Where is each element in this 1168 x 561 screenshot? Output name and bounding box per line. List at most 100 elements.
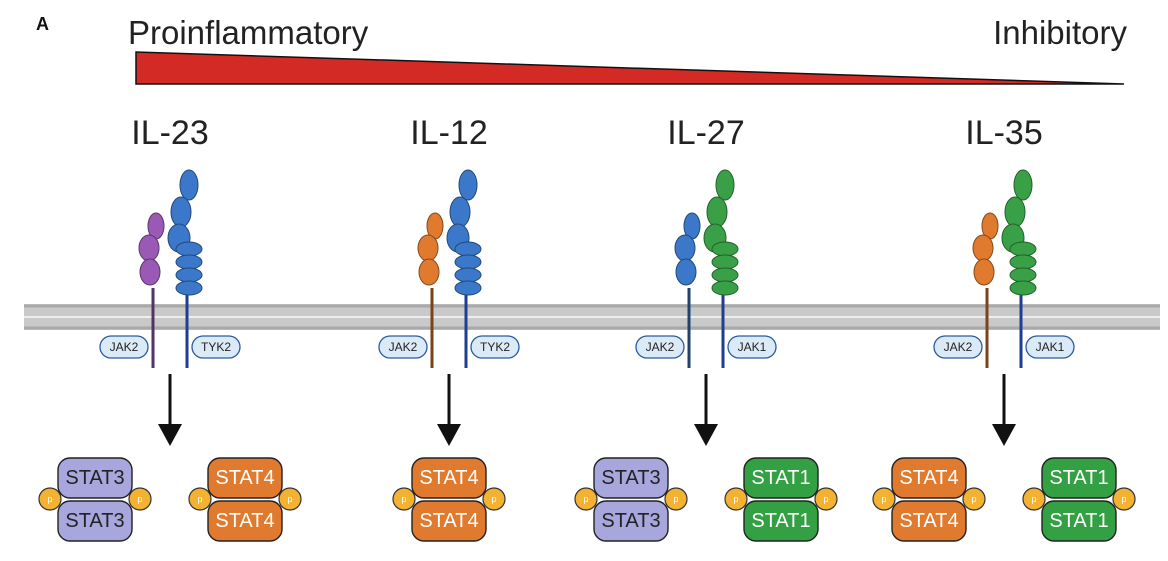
- phospho-circle: [814, 487, 838, 511]
- stat-block-top: [593, 457, 669, 499]
- gradient-left-label: Proinflammatory: [128, 14, 369, 51]
- kinase-pill: [933, 335, 983, 359]
- receptor-domain: [175, 280, 203, 296]
- receptor-domain: [706, 196, 728, 228]
- receptor-domain: [458, 169, 478, 201]
- cytokine-name-label: IL-27: [667, 114, 745, 152]
- kinase-pill: [470, 335, 520, 359]
- kinase-pill: [1025, 335, 1075, 359]
- receptor-domain: [454, 241, 482, 257]
- receptor-chain-left: [138, 212, 165, 368]
- kinase-label: JAK2: [110, 340, 139, 354]
- kinase-label: JAK1: [738, 340, 767, 354]
- phospho-label: p: [1031, 494, 1036, 504]
- phospho-label: p: [881, 494, 886, 504]
- kinase-jak1: JAK1: [1025, 335, 1075, 359]
- kinase-label: TYK2: [201, 340, 231, 354]
- arrow-head: [437, 424, 461, 446]
- kinase-label: JAK2: [646, 340, 675, 354]
- stat-label-top: STAT3: [65, 467, 124, 489]
- phospho-circle: [128, 487, 152, 511]
- receptor-domain: [449, 196, 471, 228]
- stat-label-top: STAT1: [751, 467, 810, 489]
- receptor-domain: [715, 169, 735, 201]
- phospho-circle: [574, 487, 598, 511]
- cytokine-name-label: IL-12: [410, 114, 488, 152]
- stat-block-bottom: [1041, 500, 1117, 542]
- receptor-domain: [170, 196, 192, 228]
- phospho-label: p: [287, 494, 292, 504]
- receptor-chain-left: [417, 212, 444, 368]
- stat-block-top: [411, 457, 487, 499]
- stat-block-bottom: [57, 500, 133, 542]
- receptor-domain: [175, 267, 203, 283]
- kinase-jak2: JAK2: [378, 335, 428, 359]
- receptor-domain: [175, 254, 203, 270]
- gradient-right-label: Inhibitory: [993, 14, 1127, 51]
- phospho-circle: [482, 487, 506, 511]
- phospho-circle: [278, 487, 302, 511]
- phospho-circle: [1112, 487, 1136, 511]
- phospho-circle: [1022, 487, 1046, 511]
- receptor-chain-left: [972, 212, 999, 368]
- kinase-tyk2: TYK2: [191, 335, 241, 359]
- stat-block-bottom: [743, 500, 819, 542]
- phospho-circle: [188, 487, 212, 511]
- kinase-jak1: JAK1: [727, 335, 777, 359]
- receptor-domain: [454, 254, 482, 270]
- kinase-pill: [191, 335, 241, 359]
- signal-arrow: [992, 374, 1016, 446]
- stat-label-top: STAT4: [215, 467, 274, 489]
- stat-label-bottom: STAT1: [1049, 510, 1108, 532]
- receptor-domain: [417, 234, 439, 262]
- kinase-jak2: JAK2: [933, 335, 983, 359]
- stat-label-bottom: STAT3: [601, 510, 660, 532]
- receptor-domain: [1009, 241, 1037, 257]
- phospho-label: p: [491, 494, 496, 504]
- receptor-domain: [711, 254, 739, 270]
- phospho-label: p: [137, 494, 142, 504]
- stat-label-top: STAT4: [419, 467, 478, 489]
- receptor-chain-right: [167, 169, 203, 368]
- phospho-label: p: [197, 494, 202, 504]
- stat-block-top: [207, 457, 283, 499]
- arrow-head: [992, 424, 1016, 446]
- phospho-label: p: [971, 494, 976, 504]
- receptor-domain: [454, 267, 482, 283]
- kinase-pill: [727, 335, 777, 359]
- receptor-domain: [1013, 169, 1033, 201]
- phospho-label: p: [401, 494, 406, 504]
- arrow-head: [694, 424, 718, 446]
- stat-block-top: [57, 457, 133, 499]
- phospho-circle: [872, 487, 896, 511]
- stat-label-top: STAT4: [899, 467, 958, 489]
- receptor-domain: [1009, 267, 1037, 283]
- phospho-label: p: [733, 494, 738, 504]
- receptor-domain: [711, 280, 739, 296]
- phospho-label: p: [823, 494, 828, 504]
- receptor-domain: [1009, 280, 1037, 296]
- kinase-pill: [635, 335, 685, 359]
- phospho-circle: [664, 487, 688, 511]
- receptor-domain: [179, 169, 199, 201]
- stat-block-bottom: [411, 500, 487, 542]
- kinase-jak2: JAK2: [635, 335, 685, 359]
- phospho-circle: [392, 487, 416, 511]
- kinase-tyk2: TYK2: [470, 335, 520, 359]
- kinase-label: JAK2: [389, 340, 418, 354]
- kinase-pill: [99, 335, 149, 359]
- cytokine-name-label: IL-23: [131, 114, 209, 152]
- panel-label: A: [36, 14, 49, 34]
- signal-arrow: [694, 374, 718, 446]
- receptor-domain: [418, 258, 440, 286]
- stat-label-top: STAT3: [601, 467, 660, 489]
- stat-block-bottom: [593, 500, 669, 542]
